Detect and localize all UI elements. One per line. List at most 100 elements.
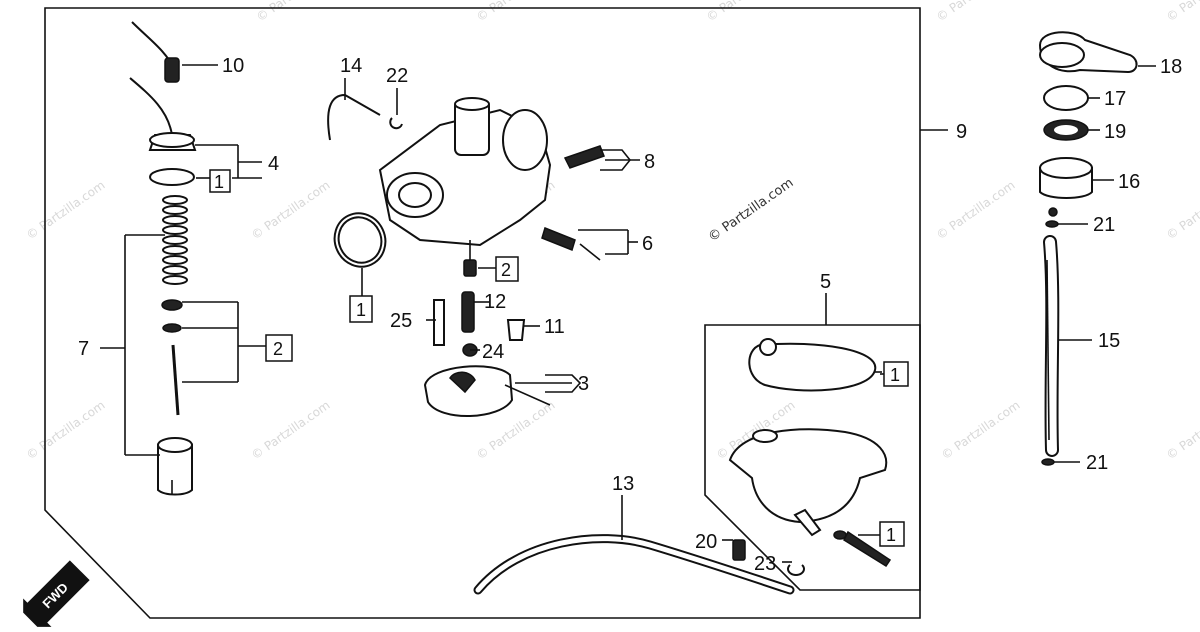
watermark: © Partzilla.com bbox=[474, 0, 558, 24]
fwd-badge: FWD bbox=[23, 560, 90, 627]
pilot-screw bbox=[433, 299, 445, 346]
leader-lines-left bbox=[100, 64, 266, 456]
callout-10: 10 bbox=[222, 55, 244, 77]
idle-screw bbox=[541, 226, 576, 252]
watermark: © Partzilla.com bbox=[24, 178, 108, 243]
watermark: © Partzilla.com bbox=[249, 178, 333, 243]
watermark: © Partzilla.com bbox=[254, 0, 338, 24]
hose-clip-upper bbox=[1045, 220, 1059, 228]
callout-3: 3 bbox=[578, 373, 589, 395]
air-screw bbox=[563, 145, 605, 169]
drain-screw bbox=[843, 530, 892, 568]
idle-spring bbox=[579, 243, 601, 261]
callout-19: 19 bbox=[1104, 121, 1126, 143]
callout-14: 14 bbox=[340, 55, 362, 77]
watermark-layer: © Partzilla.com © Partzilla.com © Partzi… bbox=[24, 0, 1200, 462]
kit-box-label: 1 bbox=[886, 525, 896, 545]
callout-13: 13 bbox=[612, 473, 634, 495]
kit-box-1-petcock bbox=[209, 169, 231, 193]
hose-clip-lower bbox=[1041, 458, 1055, 466]
cap-gasket bbox=[149, 168, 195, 186]
needle-jet bbox=[461, 291, 475, 333]
callout-numbers: 10 4 7 14 22 8 6 12 25 11 24 3 9 5 13 20… bbox=[78, 55, 1182, 575]
callout-9: 9 bbox=[956, 121, 967, 143]
throttle-spring bbox=[162, 195, 188, 285]
callout-16: 16 bbox=[1118, 171, 1140, 193]
callout-8: 8 bbox=[644, 151, 655, 173]
callout-20: 20 bbox=[695, 531, 717, 553]
callout-21-upper: 21 bbox=[1093, 214, 1115, 236]
callout-6: 6 bbox=[642, 233, 653, 255]
kit-box-label: 1 bbox=[214, 172, 224, 192]
watermark: © Partzilla.com bbox=[249, 398, 333, 463]
kit-box-1-drain bbox=[879, 521, 905, 547]
kit-box-label: 2 bbox=[501, 260, 511, 280]
vent-tube bbox=[327, 93, 381, 141]
fuel-tube-lower bbox=[129, 77, 173, 136]
callout-5: 5 bbox=[820, 271, 831, 293]
throttle-slide bbox=[157, 444, 193, 496]
callout-22: 22 bbox=[386, 65, 408, 87]
bowl-gasket bbox=[748, 342, 877, 392]
float-bowl-group bbox=[722, 293, 892, 576]
kit-box-label: 1 bbox=[890, 365, 900, 385]
callout-24: 24 bbox=[482, 341, 504, 363]
tube-clip bbox=[389, 117, 403, 130]
cock-disk bbox=[1043, 85, 1089, 111]
throttle-slide-top bbox=[157, 437, 193, 453]
watermark: © Partzilla.com bbox=[934, 178, 1018, 243]
watermark: © Partzilla.com bbox=[704, 0, 788, 24]
hose-clip bbox=[787, 564, 805, 576]
callout-11: 11 bbox=[544, 316, 565, 338]
float-bowl bbox=[728, 428, 888, 524]
watermark: © Partzilla.com bbox=[934, 0, 1018, 24]
callout-25: 25 bbox=[390, 310, 412, 332]
needle-retainer bbox=[162, 323, 182, 333]
kit-box-1-oring bbox=[349, 295, 373, 323]
watermark: © Partzilla.com bbox=[1164, 398, 1200, 463]
kit-box-2-needle bbox=[265, 334, 293, 362]
kit-box-label: 1 bbox=[356, 300, 366, 320]
throttle-valve-group bbox=[129, 21, 197, 496]
kit-boxes: 1 2 2 1 1 1 bbox=[209, 169, 909, 547]
callout-23: 23 bbox=[754, 553, 776, 575]
carburetor-body bbox=[327, 93, 605, 418]
float-arm bbox=[449, 371, 476, 394]
needle-clip bbox=[161, 299, 183, 311]
kit-box-1-bowl-gasket bbox=[883, 361, 909, 387]
drain-o-ring bbox=[833, 530, 847, 540]
leader-lines-center bbox=[344, 78, 948, 384]
kit-box-label: 2 bbox=[273, 339, 283, 359]
callout-17: 17 bbox=[1104, 88, 1126, 110]
jet-needle bbox=[171, 344, 180, 416]
outlet-throat bbox=[502, 109, 548, 171]
slide-bore-top bbox=[454, 97, 490, 111]
kit-box-2-jet bbox=[495, 256, 519, 282]
callout-15: 15 bbox=[1098, 330, 1120, 352]
tube-clamp bbox=[164, 57, 180, 83]
watermark: © Partzilla.com bbox=[939, 398, 1023, 463]
watermark-center: © Partzilla.com bbox=[706, 175, 797, 245]
callout-21-lower: 21 bbox=[1086, 452, 1108, 474]
intake-bore bbox=[398, 182, 432, 208]
top-cap-rim bbox=[149, 132, 195, 148]
callout-4: 4 bbox=[268, 153, 279, 175]
watermark: © Partzilla.com bbox=[24, 398, 108, 463]
float-valve bbox=[506, 319, 526, 341]
tag-stubs bbox=[545, 149, 632, 393]
slow-jet bbox=[463, 259, 477, 277]
float-pin bbox=[504, 384, 551, 406]
float bbox=[423, 365, 514, 418]
bowl-nipple bbox=[793, 508, 822, 537]
bowl-screw bbox=[732, 539, 746, 561]
callout-12: 12 bbox=[484, 291, 506, 313]
callout-7: 7 bbox=[78, 338, 89, 360]
watermark: © Partzilla.com bbox=[1164, 178, 1200, 243]
float-bowl-frame bbox=[704, 324, 921, 591]
fwd-arrow-icon bbox=[23, 560, 90, 627]
callout-18: 18 bbox=[1160, 56, 1182, 78]
fuel-cock-group bbox=[1038, 31, 1156, 466]
assembly-frame bbox=[44, 7, 921, 619]
